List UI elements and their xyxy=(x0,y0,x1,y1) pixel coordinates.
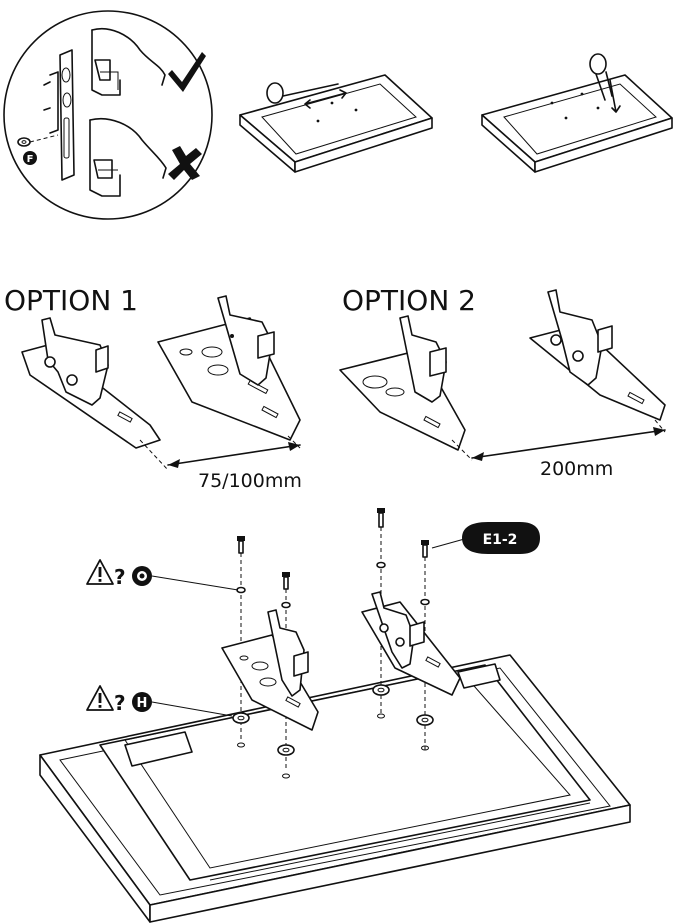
detail-washer: F xyxy=(17,134,59,165)
screw-code-callout: E1-2 xyxy=(431,522,540,554)
tv-lift-illustration xyxy=(481,53,673,173)
detail-hook-correct xyxy=(91,28,166,96)
screw-left-1 xyxy=(237,536,245,740)
detail-circle: F xyxy=(3,10,213,220)
detail-bracket xyxy=(43,49,75,181)
screw-right-2 xyxy=(421,540,429,750)
washer-h-callout: ? H xyxy=(86,685,233,717)
option-1-left-bracket xyxy=(21,317,161,449)
tv-mount-holes xyxy=(237,713,429,779)
option-2-dimension: 200mm xyxy=(451,419,666,480)
tv-back-panel xyxy=(39,654,631,923)
washer-o xyxy=(420,598,430,606)
washer-h-letter: H xyxy=(137,696,148,711)
warning-question-mark: ? xyxy=(114,565,126,589)
option-1-right-bracket xyxy=(157,295,301,441)
screw-left-2 xyxy=(282,572,290,770)
warning-question-mark: ? xyxy=(114,691,126,715)
option-1-spacing-label: 75/100mm xyxy=(198,470,302,492)
cross-mark-icon xyxy=(168,146,202,180)
option-1-dimension: 75/100mm xyxy=(139,435,302,492)
mounted-bracket-right xyxy=(361,591,461,696)
detail-hook-incorrect xyxy=(89,118,167,197)
option-2-left-bracket xyxy=(339,315,466,451)
part-letter-f: F xyxy=(27,154,34,165)
washer-o xyxy=(281,601,291,609)
washer-o xyxy=(376,561,386,569)
check-mark-icon xyxy=(168,52,206,92)
washer-o-callout: ? O xyxy=(86,559,239,591)
screw-code-label: E1-2 xyxy=(483,532,518,548)
option-2-right-bracket xyxy=(529,289,666,421)
mounted-bracket-left xyxy=(221,609,319,731)
option-2-label: OPTION 2 xyxy=(342,284,476,317)
tv-slide-illustration xyxy=(239,74,433,173)
option-1-label: OPTION 1 xyxy=(4,284,138,317)
washer-o xyxy=(236,586,246,594)
washer-h-group xyxy=(232,684,434,756)
option-2-spacing-label: 200mm xyxy=(540,458,613,480)
